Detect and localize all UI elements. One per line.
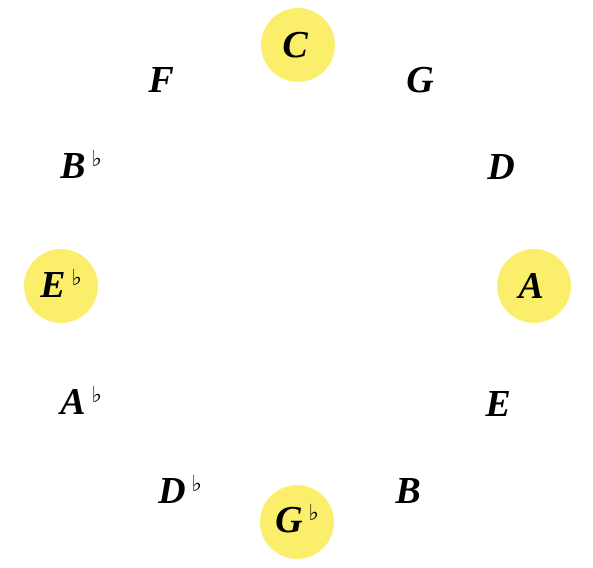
highlight-circle-a	[497, 249, 571, 323]
note-letter: A	[60, 381, 86, 423]
note-e-flat: E♭	[40, 266, 82, 304]
highlight-circle-c	[261, 8, 335, 82]
note-letter: F	[148, 59, 174, 101]
note-b: B	[395, 472, 426, 510]
note-c: C	[282, 26, 313, 64]
note-a-flat: A♭	[60, 383, 102, 421]
flat-symbol: ♭	[91, 147, 102, 172]
flat-symbol: ♭	[71, 266, 82, 291]
note-letter: B	[60, 145, 86, 187]
flat-symbol: ♭	[308, 501, 319, 526]
note-letter: G	[406, 59, 434, 101]
note-g: G	[406, 61, 439, 99]
flat-symbol: ♭	[191, 472, 202, 497]
note-a: A	[518, 267, 549, 305]
note-d-flat: D♭	[158, 472, 202, 510]
note-letter: D	[487, 146, 515, 188]
highlight-circle-g-flat	[260, 485, 334, 559]
note-letter: E	[485, 383, 511, 425]
note-b-flat: B♭	[60, 147, 102, 185]
note-letter: B	[395, 470, 421, 512]
note-letter: C	[282, 24, 308, 66]
note-letter: D	[158, 470, 186, 512]
note-letter: E	[40, 264, 66, 306]
flat-symbol: ♭	[91, 383, 102, 408]
note-d: D	[487, 148, 520, 186]
note-f: F	[148, 61, 179, 99]
highlight-circle-e-flat	[24, 249, 98, 323]
note-letter: A	[518, 265, 544, 307]
note-g-flat: G♭	[275, 501, 319, 539]
note-letter: G	[275, 499, 303, 541]
note-e: E	[485, 385, 516, 423]
